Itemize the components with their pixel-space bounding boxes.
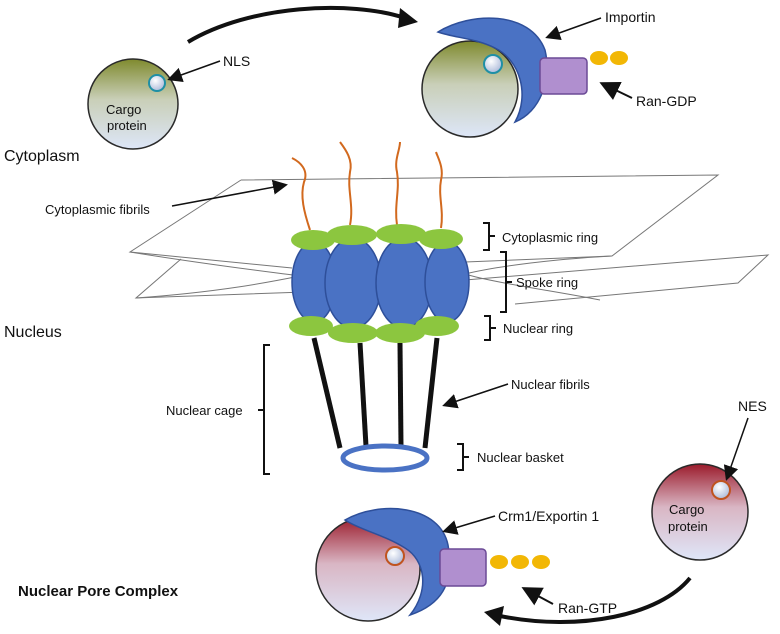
nuclear-basket-label: Nuclear basket <box>477 450 564 465</box>
cargo-bottom-line2: protein <box>668 519 708 534</box>
import-arrow-head <box>398 8 418 28</box>
spoke-2 <box>324 237 382 329</box>
nls-dot-importin <box>483 54 503 74</box>
crm1-exportin-label: Crm1/Exportin 1 <box>498 508 599 524</box>
spoke-3 <box>375 237 433 329</box>
cargo-bottom-line1: Cargo <box>669 502 704 517</box>
cyto-ring-1 <box>291 230 335 250</box>
cargo-protein-importin <box>421 40 519 138</box>
nes-arrow <box>723 417 749 481</box>
import-arrow <box>186 5 406 44</box>
nuclear-fibril-3 <box>397 342 404 447</box>
crm1-exportin-arrow <box>442 515 496 535</box>
exportin-shape <box>343 507 451 617</box>
gtp-phosphate-3 <box>532 555 550 569</box>
cytoplasmic-fibril-1 <box>291 157 311 231</box>
gtp-phosphate-1 <box>490 555 508 569</box>
bracket-cyto-ring <box>483 222 495 251</box>
gtp-phosphate-2 <box>511 555 529 569</box>
cytoplasmic-fibrils-arrow <box>171 179 288 207</box>
cytoplasmic-fibrils-label: Cytoplasmic fibrils <box>45 202 150 217</box>
bracket-nuclear-basket <box>457 443 469 471</box>
cargo-top-line1: Cargo <box>106 102 141 117</box>
gdp-phosphate-2 <box>610 51 628 65</box>
spoke-ring-label: Spoke ring <box>516 275 578 290</box>
nuclear-fibril-4 <box>422 337 440 449</box>
cytoplasmic-fibril-3 <box>395 141 401 226</box>
export-arrow <box>499 576 692 625</box>
nuc-ring-2 <box>328 323 378 343</box>
nuclear-fibril-1 <box>311 337 343 449</box>
ran-gtp-box <box>439 548 487 587</box>
bracket-nuc-ring <box>484 315 496 341</box>
cytoplasmic-fibril-4 <box>435 151 443 229</box>
cytoplasmic-ring-label: Cytoplasmic ring <box>502 230 598 245</box>
envelope-curve-left <box>129 251 301 299</box>
nes-label: NES <box>738 398 767 414</box>
cytoplasm-label: Cytoplasm <box>4 148 80 165</box>
nes-dot-exportin <box>385 546 405 566</box>
nuclear-cage-label: Nuclear cage <box>166 403 243 418</box>
nuclear-ring-label: Nuclear ring <box>503 321 573 336</box>
nuc-ring-3 <box>375 323 425 343</box>
ran-gdp-label: Ran-GDP <box>636 93 697 109</box>
bracket-nuclear-cage <box>258 344 270 475</box>
nuclear-fibrils-arrow <box>442 383 509 409</box>
ran-gtp-label: Ran-GTP <box>558 600 617 616</box>
cyto-ring-3 <box>376 224 426 244</box>
nuc-ring-1 <box>289 316 333 336</box>
nls-arrow <box>167 60 221 82</box>
spoke-4 <box>424 241 470 323</box>
gdp-phosphate-1 <box>590 51 608 65</box>
bracket-spoke-ring <box>500 251 512 313</box>
cyto-ring-2 <box>327 225 377 245</box>
cargo-top-line2: protein <box>107 118 147 133</box>
cyto-ring-4 <box>419 229 463 249</box>
ran-gtp-arrow <box>521 587 554 606</box>
nuc-ring-4 <box>415 316 459 336</box>
nls-label: NLS <box>223 53 250 69</box>
nes-dot-bottom <box>711 480 731 500</box>
figure-title: Nuclear Pore Complex <box>18 583 179 600</box>
nucleus-label: Nucleus <box>4 324 62 341</box>
nuclear-fibril-2 <box>357 342 369 447</box>
nuclear-basket <box>340 443 430 473</box>
nls-dot-top <box>148 74 166 92</box>
importin-shape <box>436 17 548 124</box>
importin-label: Importin <box>605 9 656 25</box>
export-arrow-head <box>484 606 504 626</box>
cytoplasmic-fibril-2 <box>339 141 353 226</box>
importin-arrow <box>545 17 602 41</box>
ran-gdp-box <box>539 57 588 95</box>
ran-gdp-arrow <box>599 81 633 100</box>
nuclear-fibrils-label: Nuclear fibrils <box>511 377 590 392</box>
